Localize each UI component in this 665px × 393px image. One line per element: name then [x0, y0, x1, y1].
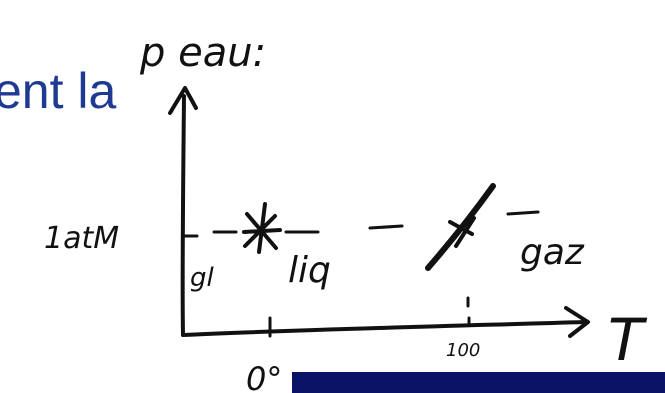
- pressure-axis-arrow: [168, 86, 198, 115]
- boiling-curve: [425, 183, 496, 271]
- slide-title-fragment: ent la: [0, 63, 117, 119]
- origin-temperature-label: 0°: [246, 360, 282, 393]
- pressure-value-label: 1atM: [44, 221, 119, 256]
- temperature-axis: [181, 320, 587, 337]
- boiling-temperature-label: 100: [446, 340, 480, 361]
- x-axis-label: T: [608, 306, 648, 374]
- footer-bar: [292, 372, 665, 393]
- boiling-point-cross: [448, 216, 476, 248]
- melting-point-star: [242, 202, 282, 254]
- liquid-phase-label: liq: [288, 250, 331, 291]
- solid-phase-label: gl: [190, 263, 215, 293]
- one-atm-dashed-line: [212, 210, 540, 234]
- y-axis-label: p eau:: [139, 30, 266, 76]
- temperature-axis-arrow: [564, 306, 590, 338]
- boiling-dashed-drop: [466, 296, 471, 326]
- gas-phase-label: gaz: [520, 232, 585, 273]
- pressure-axis: [180, 94, 186, 337]
